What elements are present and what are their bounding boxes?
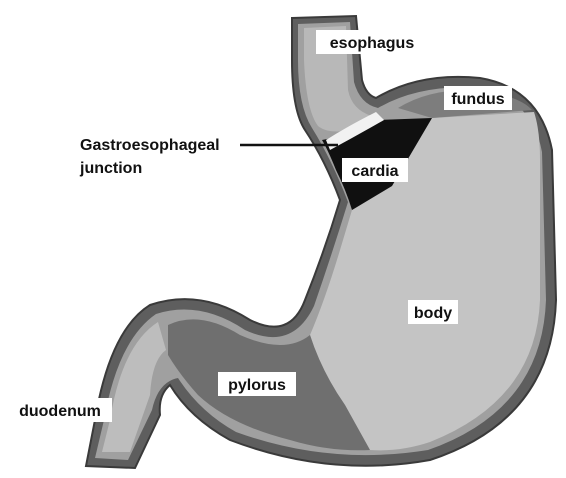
cardia-label: cardia xyxy=(351,163,398,180)
pylorus-label: pylorus xyxy=(228,377,286,394)
gastroesophageal-label-line2: junction xyxy=(79,160,142,177)
duodenum-label: duodenum xyxy=(19,403,101,420)
fundus-label: fundus xyxy=(451,91,504,108)
gastroesophageal-label-line1: Gastroesophageal xyxy=(80,137,220,154)
body-label: body xyxy=(414,305,452,322)
esophagus-label: esophagus xyxy=(330,35,415,52)
